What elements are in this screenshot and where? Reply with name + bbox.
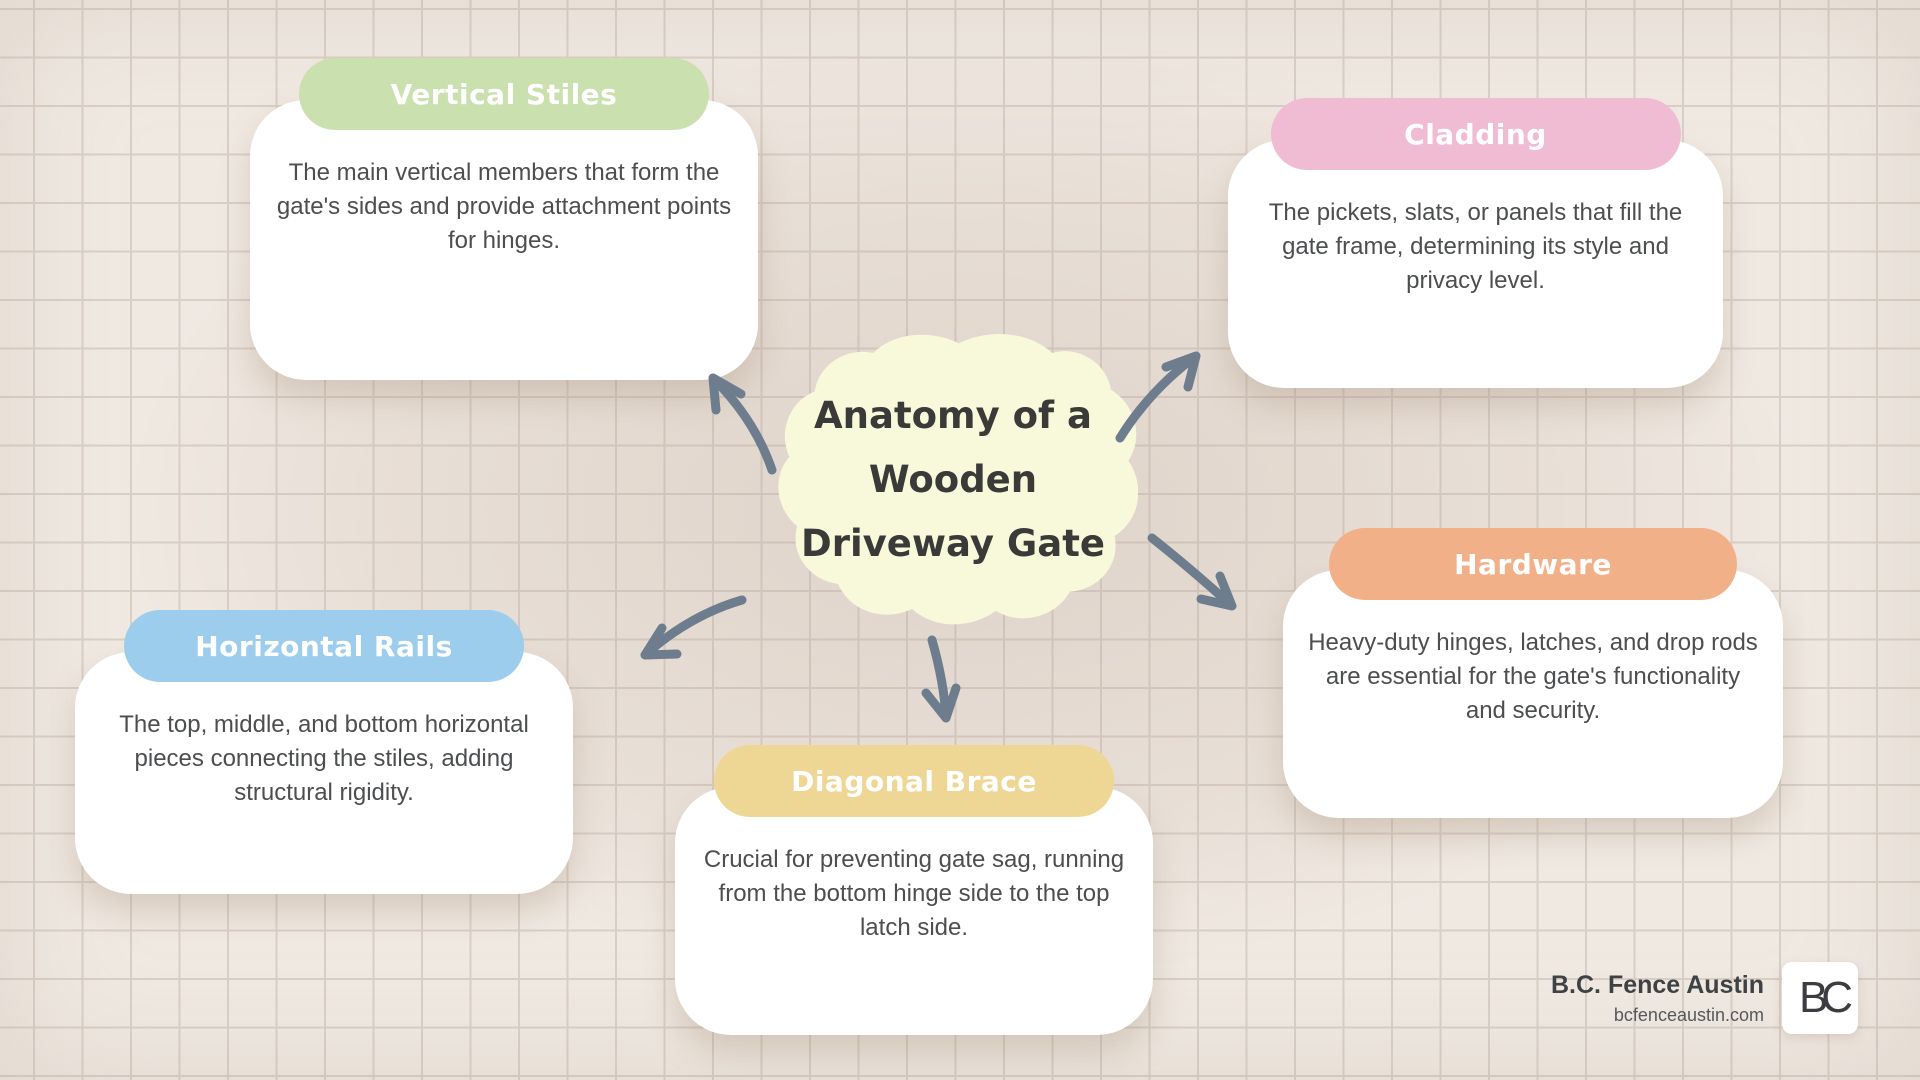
card-horizontal-rails: Horizontal Rails The top, middle, and bo…: [75, 610, 573, 894]
brand-logo: BC: [1782, 962, 1858, 1034]
blob-path: [778, 334, 1138, 625]
card-header-label: Cladding: [1404, 117, 1547, 151]
arrow-to-vertical-stiles: [708, 373, 777, 475]
card-header-cladding: Cladding: [1270, 98, 1681, 170]
card-description: Heavy-duty hinges, latches, and drop rod…: [1308, 629, 1758, 724]
arrow-to-hardware: [1147, 533, 1237, 611]
card-description: The top, middle, and bottom horizontal p…: [119, 711, 529, 806]
card-header-hardware: Hardware: [1329, 528, 1737, 600]
card-header-label: Diagonal Brace: [791, 764, 1037, 798]
card-diagonal-brace: Diagonal Brace Crucial for preventing ga…: [675, 745, 1153, 1035]
card-hardware: Hardware Heavy-duty hinges, latches, and…: [1283, 528, 1783, 818]
card-header-diagonal-brace: Diagonal Brace: [714, 745, 1114, 817]
arrow-to-diagonal-brace: [921, 635, 961, 723]
brand-footer: B.C. Fence Austin bcfenceaustin.com BC: [1551, 962, 1858, 1034]
card-header-label: Hardware: [1454, 547, 1612, 581]
card-description: Crucial for preventing gate sag, running…: [703, 846, 1125, 941]
card-header-horizontal-rails: Horizontal Rails: [124, 610, 524, 682]
brand-name: B.C. Fence Austin: [1551, 970, 1764, 999]
card-cladding: Cladding The pickets, slats, or panels t…: [1228, 98, 1723, 388]
card-header-label: Vertical Stiles: [390, 77, 618, 111]
card-header-label: Horizontal Rails: [195, 629, 453, 663]
card-description: The pickets, slats, or panels that fill …: [1268, 199, 1683, 294]
center-topic-blob: Anatomy of a Wooden Driveway Gate: [768, 326, 1138, 634]
brand-logo-text: BC: [1798, 973, 1853, 1022]
card-description: The main vertical members that form the …: [276, 159, 732, 254]
card-vertical-stiles: Vertical Stiles The main vertical member…: [250, 58, 758, 380]
card-header-vertical-stiles: Vertical Stiles: [299, 58, 709, 130]
blob-shape: [778, 334, 1138, 625]
brand-website: bcfenceaustin.com: [1613, 1004, 1764, 1025]
center-title: Anatomy of a Wooden Driveway Gate: [801, 394, 1105, 565]
arrow-to-horizontal-rails: [640, 595, 747, 660]
